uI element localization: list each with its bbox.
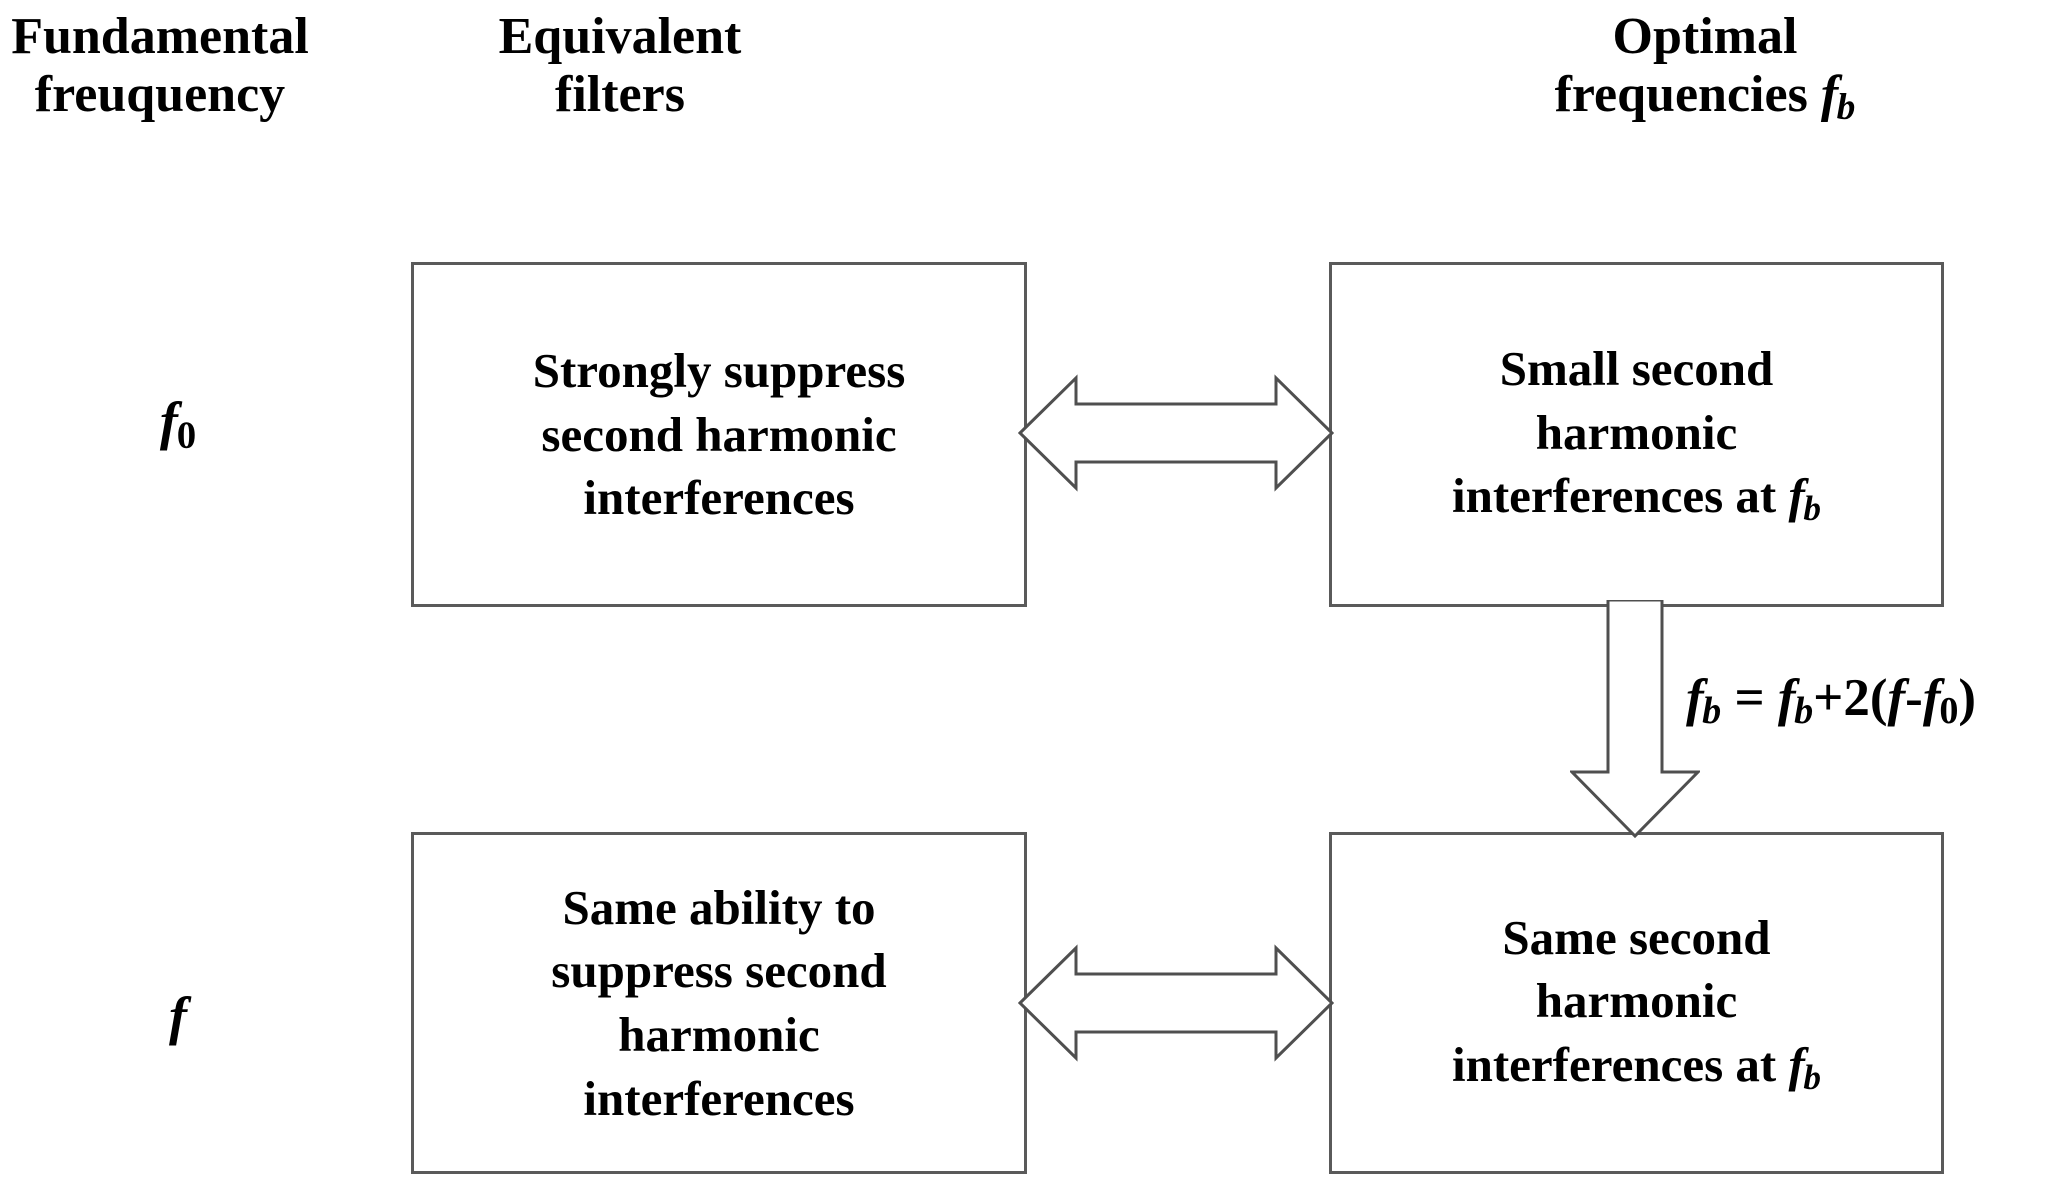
column-header-optimal-frequencies: Optimal frequencies fb (1395, 8, 2015, 129)
math-subscript-b: b (1803, 1057, 1822, 1097)
math-subscript-0: 0 (176, 413, 197, 457)
math-subscript-b: b (1702, 690, 1722, 733)
box-text-prefix: Same second harmonic interferences at (1451, 909, 1777, 1092)
double-headed-horizontal-arrow-top-icon (1018, 374, 1334, 492)
formula-equals: = (1721, 669, 1778, 727)
double-headed-horizontal-arrow-bottom-icon (1018, 944, 1334, 1062)
box-small-second-harmonic-interferences: Small second harmonic interferences at f… (1329, 262, 1944, 607)
math-var-f: f (159, 391, 178, 451)
formula-fb-update: fb = fb+2(f-f0) (1686, 668, 1976, 733)
math-var-f: f (1686, 669, 1704, 727)
math-var-f: f (1820, 66, 1839, 124)
math-var-f: f (1788, 1036, 1805, 1092)
formula-minus: - (1905, 669, 1923, 727)
math-var-f: f (1922, 669, 1941, 727)
box-strongly-suppress-second-harmonic-text: Strongly suppress second harmonic interf… (532, 342, 906, 526)
column-header-fundamental-frequency: Fundamental freuquency (11, 8, 309, 124)
box-same-second-harmonic-interferences-text: Same second harmonic interferences at fb (1444, 906, 1829, 1101)
double-headed-horizontal-arrow-bottom (1018, 942, 1334, 1064)
math-var-f: f (1777, 669, 1796, 727)
column-header-optimal-frequencies-text: Optimal frequencies (1554, 8, 1808, 124)
formula-plus-two-open-paren: +2( (1813, 669, 1888, 727)
box-text-prefix: Small second harmonic interferences at (1451, 341, 1777, 524)
formula-close-paren: ) (1958, 669, 1977, 727)
down-arrow-icon (1570, 600, 1700, 838)
box-same-second-harmonic-interferences: Same second harmonic interferences at fb (1329, 832, 1944, 1174)
box-same-ability-to-suppress-text: Same ability to suppress second harmonic… (551, 879, 887, 1126)
box-same-ability-to-suppress: Same ability to suppress second harmonic… (411, 832, 1027, 1174)
math-var-f: f (169, 986, 187, 1046)
double-headed-horizontal-arrow-top (1018, 372, 1334, 494)
math-subscript-b: b (1794, 690, 1814, 733)
math-subscript-b: b (1803, 489, 1822, 529)
down-arrow-connector (1570, 600, 1700, 838)
row-label-fundamental-f0: f0 (98, 390, 258, 458)
math-subscript-b: b (1836, 87, 1856, 129)
column-header-equivalent-filters: Equivalent filters (498, 8, 742, 124)
math-var-f: f (1788, 468, 1805, 524)
box-small-second-harmonic-interferences-text: Small second harmonic interferences at f… (1444, 337, 1829, 532)
math-subscript-0: 0 (1939, 690, 1959, 733)
math-var-f: f (1887, 669, 1906, 727)
row-label-fundamental-f: f (98, 985, 258, 1047)
box-strongly-suppress-second-harmonic: Strongly suppress second harmonic interf… (411, 262, 1027, 607)
